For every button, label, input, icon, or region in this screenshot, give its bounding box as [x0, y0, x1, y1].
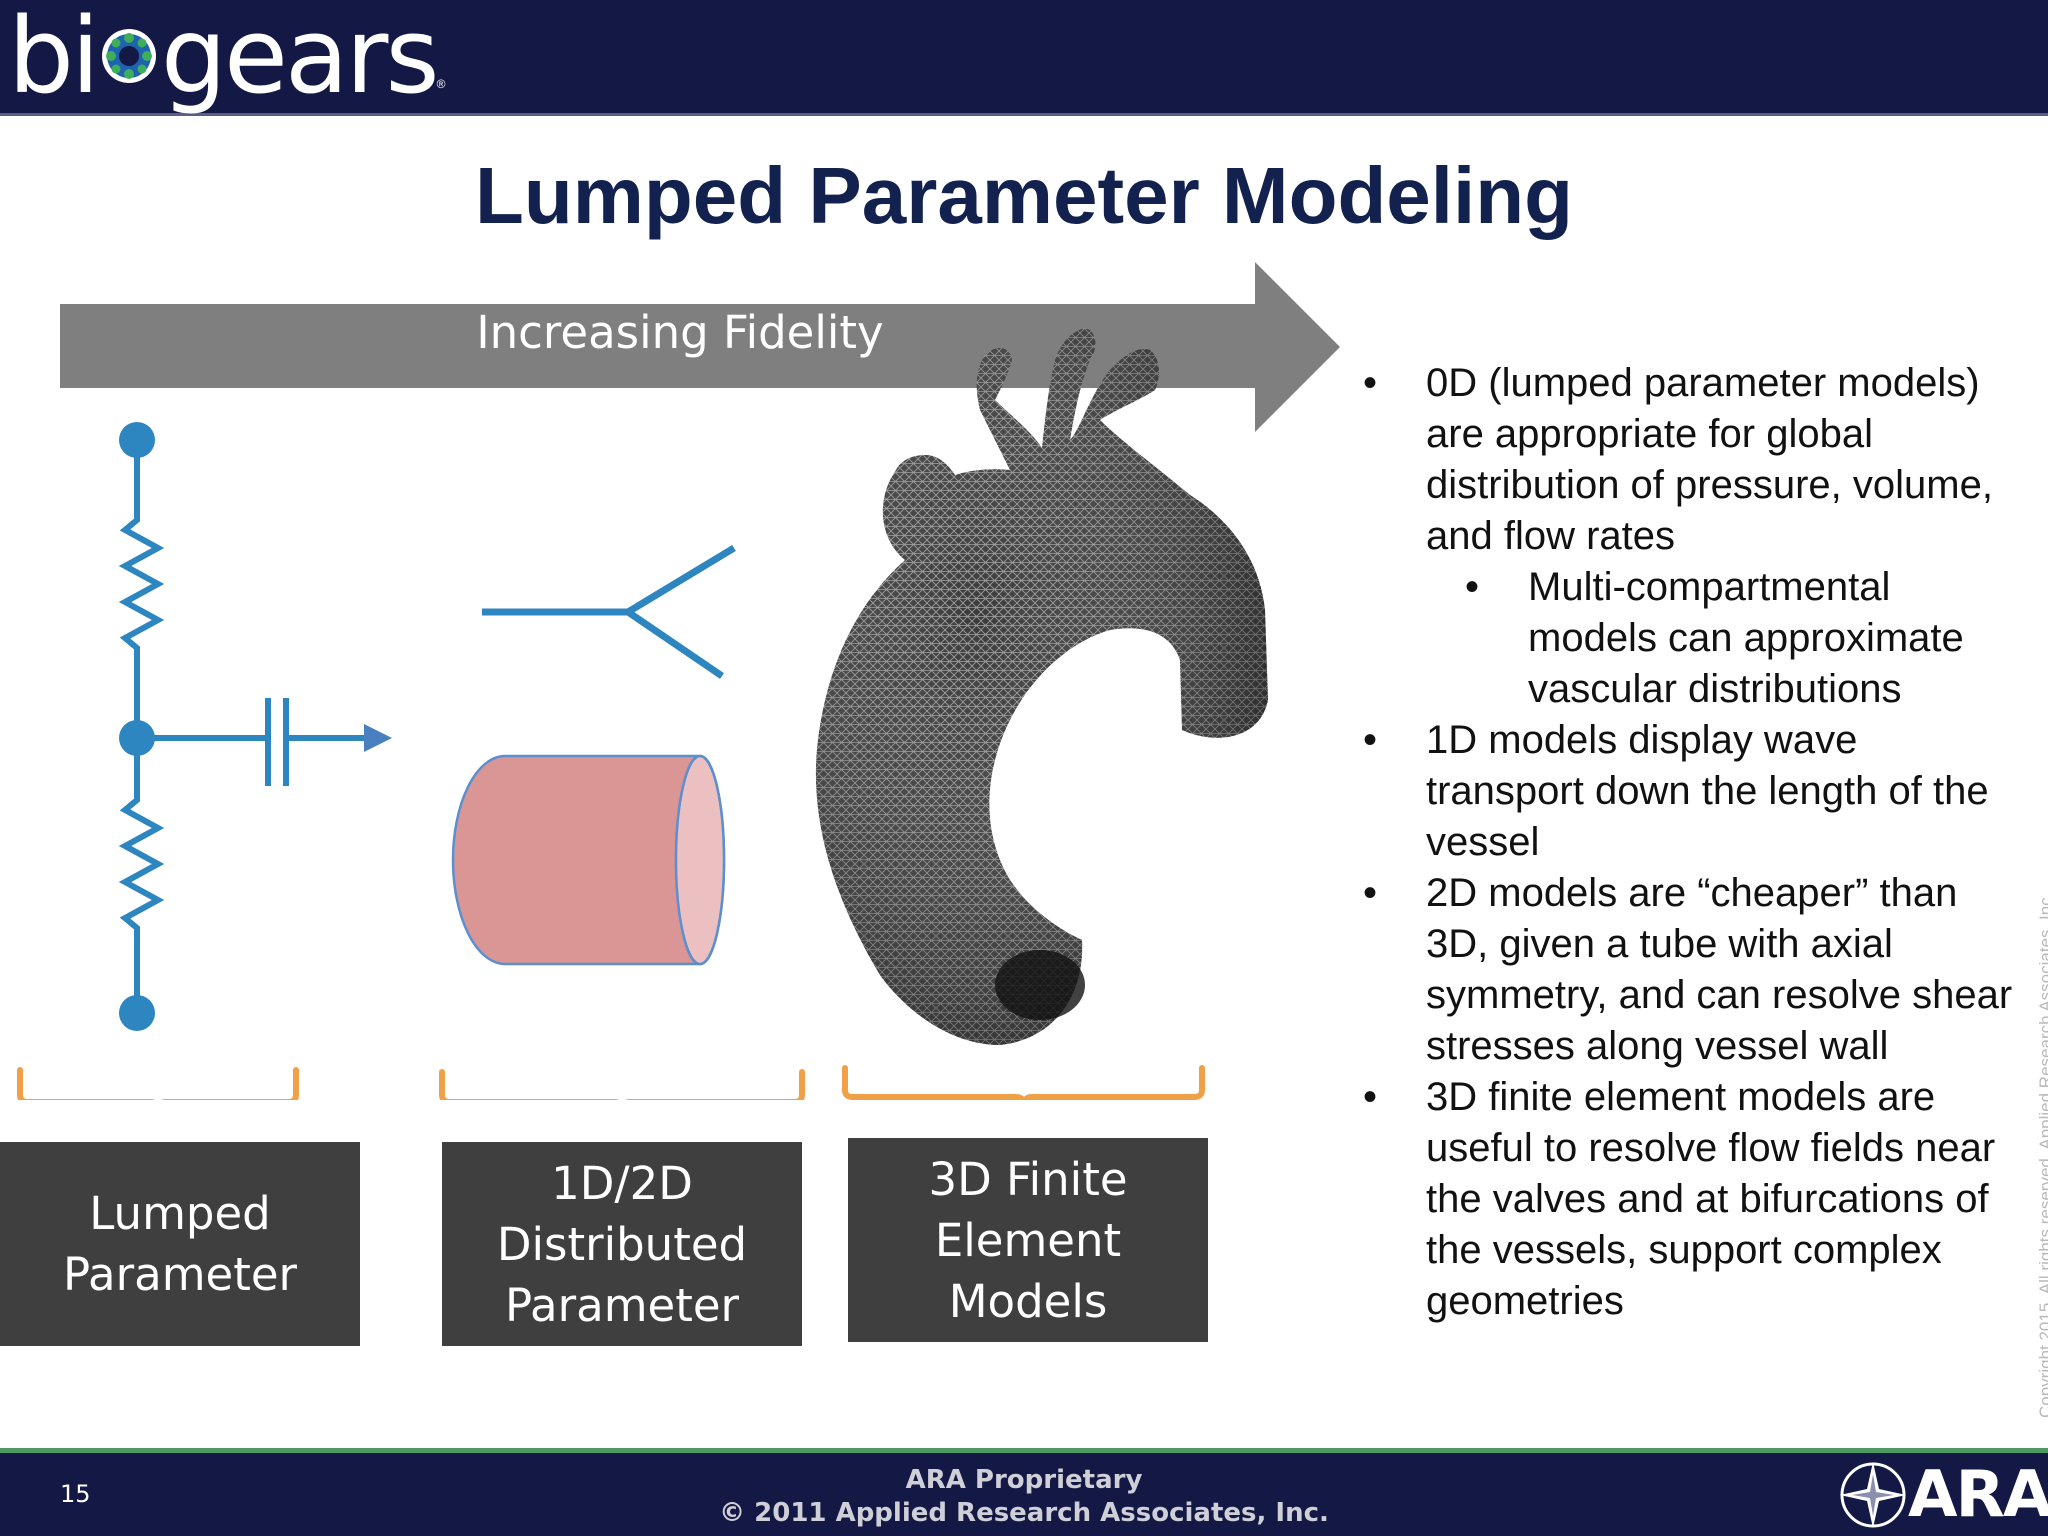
bullet-text: 3D finite element models are useful to r…	[1426, 1075, 1996, 1323]
logo-text-prefix: bi	[8, 0, 100, 117]
page-number: 15	[60, 1480, 91, 1508]
circuit-node-top	[119, 422, 155, 458]
label-box-finite-element: 3D Finite Element Models	[848, 1138, 1208, 1342]
box-line: 1D/2D	[551, 1156, 693, 1210]
box-line: Parameter	[62, 1248, 298, 1301]
sub-bullet-item: • Multi-compartmental models can approxi…	[1360, 562, 2020, 715]
lower-resistor	[118, 738, 165, 1013]
bracket-distributed	[439, 1069, 805, 1100]
bullet-dot: •	[1362, 718, 1377, 762]
3d-aorta-mesh	[815, 328, 1268, 1045]
ara-logo-text: ARA	[1908, 1458, 2048, 1532]
ara-logo: ARA	[1838, 1460, 2048, 1530]
bracket-finite-element	[842, 1065, 1205, 1100]
lumped-circuit-diagram	[118, 440, 366, 1013]
label-box-lumped: Lumped Parameter	[0, 1142, 360, 1346]
footer-bar	[0, 1453, 2048, 1536]
box-line: Element	[934, 1213, 1122, 1267]
fidelity-diagrams	[17, 328, 1268, 1100]
biogears-logo: bi gears ®	[8, 0, 445, 116]
bullet-dot: •	[1464, 565, 1479, 609]
gear-globe-icon	[101, 29, 156, 83]
logo-text-suffix: gears	[160, 0, 440, 117]
1d-branch-diagram	[482, 545, 736, 679]
sub-bullet-text: Multi-compartmental models can approxima…	[1528, 565, 1964, 711]
upper-resistor	[118, 440, 165, 738]
box-line: Parameter	[504, 1278, 740, 1332]
bullet-dot: •	[1362, 361, 1377, 405]
footer-proprietary: ARA Proprietary © 2011 Applied Research …	[0, 1464, 2048, 1530]
2d-cylinder-diagram	[451, 754, 726, 966]
header-bar	[0, 0, 2048, 113]
box-line: 3D Finite	[928, 1152, 1128, 1206]
registered-mark: ®	[436, 77, 446, 91]
bullet-text: 0D (lumped parameter models) are appropr…	[1426, 361, 1993, 558]
bullet-list: • 0D (lumped parameter models) are appro…	[1360, 358, 2020, 1327]
box-line: Lumped	[89, 1187, 271, 1240]
label-box-distributed: 1D/2D Distributed Parameter	[442, 1142, 802, 1346]
footer-divider	[0, 1448, 2048, 1453]
footer-line-1: ARA Proprietary	[905, 1465, 1143, 1495]
circuit-node-bottom	[119, 995, 155, 1031]
bullet-item: • 1D models display wave transport down …	[1360, 715, 2020, 868]
side-copyright: Copyright 2015. All rights reserved. App…	[2036, 892, 2048, 1418]
box-line: Distributed	[496, 1217, 748, 1271]
box-line: Models	[948, 1274, 1108, 1328]
circuit-node-middle	[119, 720, 155, 756]
bullet-text: 1D models display wave transport down th…	[1426, 718, 1989, 864]
bracket-lumped	[17, 1067, 299, 1100]
bullet-dot: •	[1362, 1075, 1377, 1119]
header-divider	[0, 113, 2048, 116]
bullet-dot: •	[1362, 871, 1377, 915]
bullet-item: • 3D finite element models are useful to…	[1360, 1072, 2020, 1327]
footer-line-2: © 2011 Applied Research Associates, Inc.	[719, 1498, 1329, 1528]
bullet-text: 2D models are “cheaper” than 3D, given a…	[1426, 871, 2013, 1068]
bullet-item: • 0D (lumped parameter models) are appro…	[1360, 358, 2020, 562]
bullet-item: • 2D models are “cheaper” than 3D, given…	[1360, 868, 2020, 1072]
fidelity-arrow-label: Increasing Fidelity	[476, 306, 884, 359]
slide-title: Lumped Parameter Modeling	[475, 151, 1573, 240]
compass-star-icon	[1840, 1462, 1906, 1528]
fidelity-arrow	[60, 262, 1340, 432]
circuit-output-arrowhead	[364, 724, 392, 752]
